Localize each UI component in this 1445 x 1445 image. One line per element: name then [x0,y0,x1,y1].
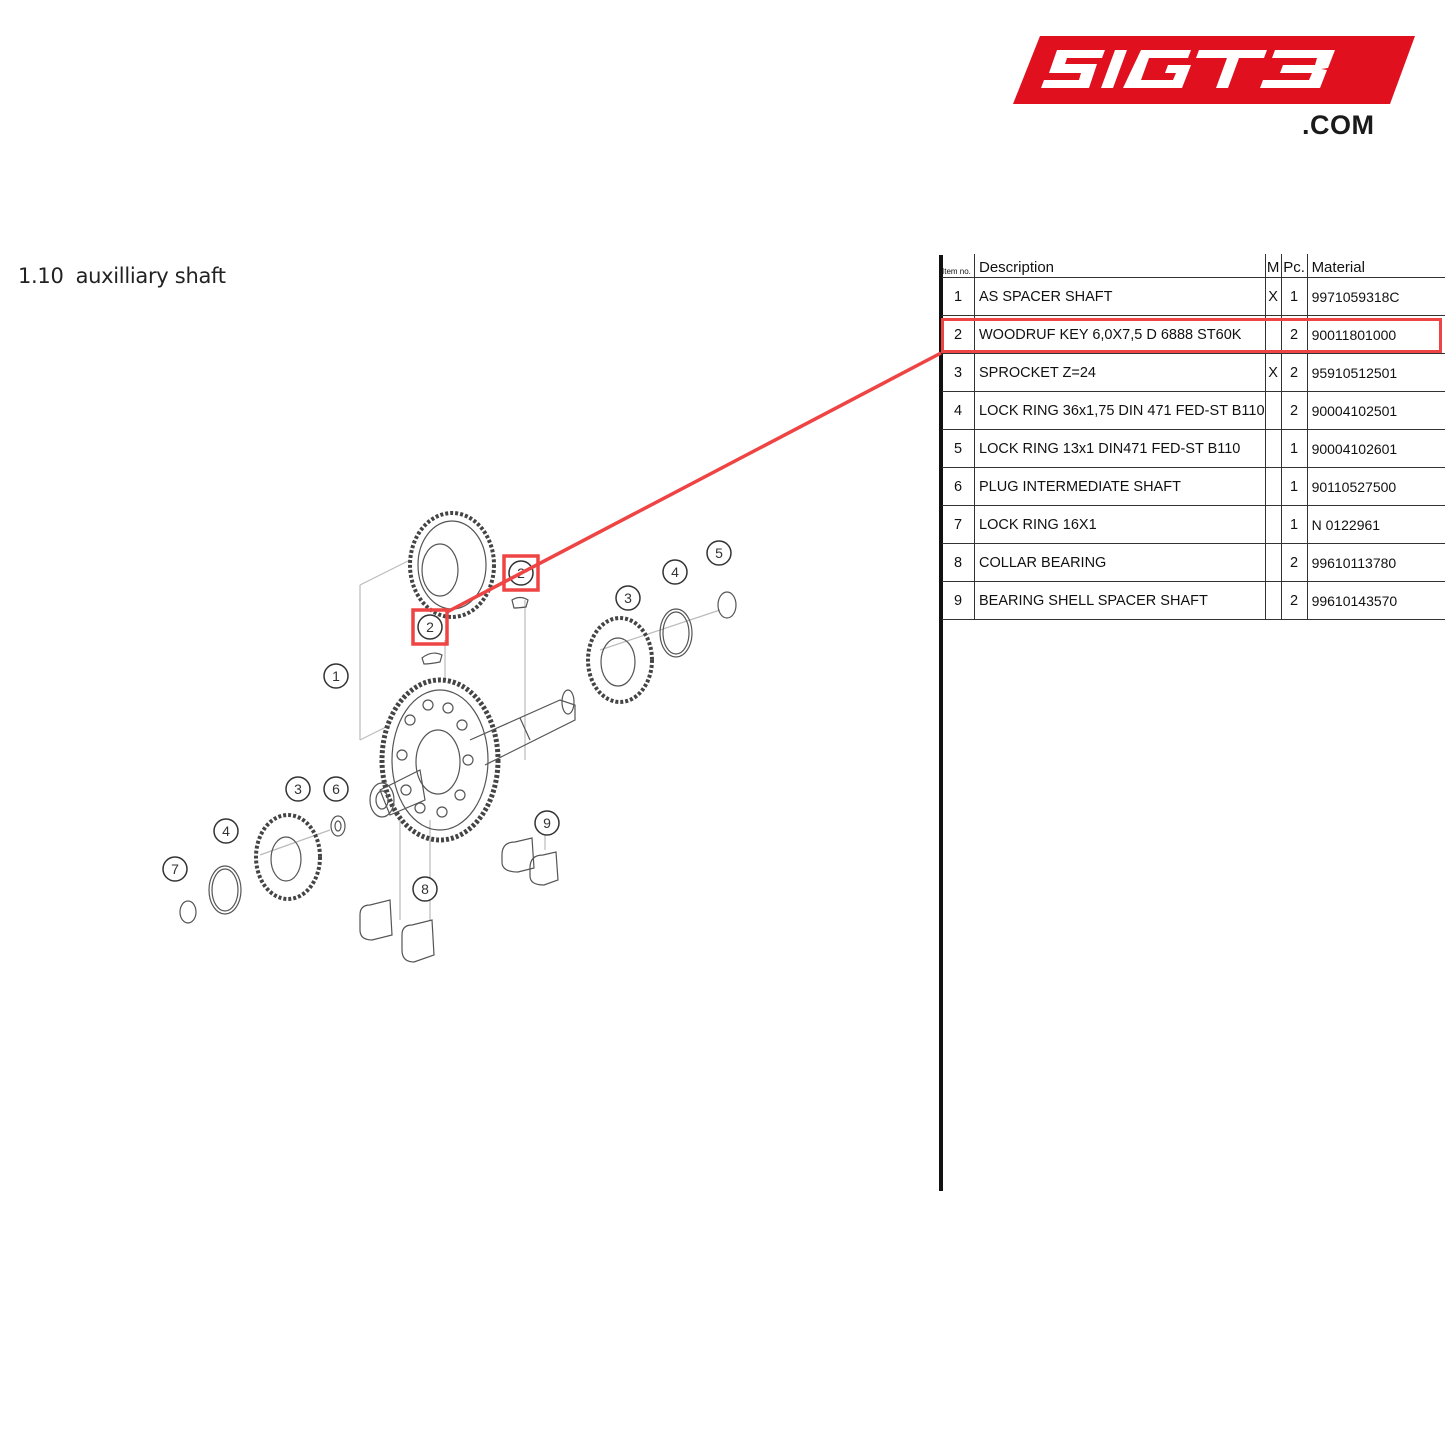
section-title: 1.10 auxilliary shaft [18,264,226,288]
callout-4a: 4 [662,559,688,585]
callout-3b: 3 [285,776,311,802]
svg-text:8: 8 [421,881,429,897]
cell-m [1265,467,1282,506]
cell-description: AS SPACER SHAFT [974,277,1266,316]
table-row[interactable]: 6 PLUG INTERMEDIATE SHAFT 1 90110527500 [942,467,1445,506]
svg-text:9: 9 [543,815,551,831]
cell-pc: 1 [1281,277,1308,316]
cell-m [1265,581,1282,620]
cell-material: 90110527500 [1307,467,1445,506]
cell-material: N 0122961 [1307,505,1445,544]
table-row[interactable]: 4 LOCK RING 36x1,75 DIN 471 FED-ST B110 … [942,391,1445,430]
callout-3a: 3 [615,585,641,611]
cell-material: 90004102501 [1307,391,1445,430]
callout-2b: 2 [508,560,534,586]
cell-description: WOODRUF KEY 6,0X7,5 D 6888 ST60K [974,315,1266,354]
parts-table: Item no. Description M Pc. Material 1 AS… [942,254,1445,620]
cell-pc: 1 [1281,467,1308,506]
table-header-row: Item no. Description M Pc. Material [942,254,1445,278]
callout-5: 5 [706,540,732,566]
cell-pc: 2 [1281,353,1308,392]
cell-description: BEARING SHELL SPACER SHAFT [974,581,1266,620]
svg-text:4: 4 [671,564,679,580]
sigt3-logo [1013,36,1415,104]
table-row[interactable]: 8 COLLAR BEARING 2 99610113780 [942,543,1445,582]
header-item-no: Item no. [942,254,975,278]
cell-description: LOCK RING 13x1 DIN471 FED-ST B110 [974,429,1266,468]
cell-m [1265,505,1282,544]
cell-pc: 1 [1281,429,1308,468]
callout-2a: 2 [417,614,443,640]
header-description: Description [974,254,1266,278]
callout-6: 6 [323,776,349,802]
cell-m [1265,391,1282,430]
svg-text:2: 2 [426,619,434,635]
cell-description: LOCK RING 16X1 [974,505,1266,544]
exploded-parts-diagram: 1 2 2 3 3 4 4 5 6 7 8 9 [162,511,737,963]
table-row[interactable]: 3 SPROCKET Z=24 X 2 95910512501 [942,353,1445,392]
table-row[interactable]: 7 LOCK RING 16X1 1 N 0122961 [942,505,1445,544]
table-left-rule [939,255,943,1191]
svg-text:5: 5 [715,545,723,561]
cell-m [1265,543,1282,582]
cell-item: 1 [942,277,975,316]
svg-text:4: 4 [222,823,230,839]
svg-text:3: 3 [624,590,632,606]
cell-item: 3 [942,353,975,392]
callout-9: 9 [534,810,560,836]
header-pc: Pc. [1281,254,1308,278]
cell-description: SPROCKET Z=24 [974,353,1266,392]
callout-1: 1 [323,663,349,689]
table-row[interactable]: 9 BEARING SHELL SPACER SHAFT 2 996101435… [942,581,1445,620]
cell-material: 90004102601 [1307,429,1445,468]
svg-text:6: 6 [332,781,340,797]
cell-material: 9971059318C [1307,277,1445,316]
cell-item: 4 [942,391,975,430]
cell-m [1265,429,1282,468]
table-row[interactable]: 1 AS SPACER SHAFT X 1 9971059318C [942,277,1445,316]
cell-material: 99610113780 [1307,543,1445,582]
cell-item: 9 [942,581,975,620]
section-name: auxilliary shaft [75,264,226,288]
callout-8: 8 [412,876,438,902]
cell-item: 8 [942,543,975,582]
cell-pc: 2 [1281,315,1308,354]
cell-pc: 2 [1281,581,1308,620]
cell-description: COLLAR BEARING [974,543,1266,582]
cell-m [1265,315,1282,354]
svg-text:1: 1 [332,668,340,684]
cell-description: PLUG INTERMEDIATE SHAFT [974,467,1266,506]
svg-text:2: 2 [517,565,525,581]
callout-7: 7 [162,856,188,882]
header-material: Material [1307,254,1445,278]
cell-item: 5 [942,429,975,468]
table-row[interactable]: 5 LOCK RING 13x1 DIN471 FED-ST B110 1 90… [942,429,1445,468]
cell-description: LOCK RING 36x1,75 DIN 471 FED-ST B110 [974,391,1266,430]
cell-m: X [1265,277,1282,316]
cell-material: 90011801000 [1307,315,1445,354]
cell-material: 99610143570 [1307,581,1445,620]
section-number: 1.10 [18,264,64,288]
cell-item: 7 [942,505,975,544]
cell-material: 95910512501 [1307,353,1445,392]
svg-text:3: 3 [294,781,302,797]
cell-item: 2 [942,315,975,354]
table-row-highlighted[interactable]: 2 WOODRUF KEY 6,0X7,5 D 6888 ST60K 2 900… [942,315,1445,354]
logo-domain-suffix: .COM [1302,110,1375,140]
cell-pc: 2 [1281,543,1308,582]
cell-pc: 1 [1281,505,1308,544]
cell-m: X [1265,353,1282,392]
callout-4b: 4 [213,818,239,844]
svg-text:7: 7 [171,861,179,877]
cell-pc: 2 [1281,391,1308,430]
header-m: M [1265,254,1282,278]
cell-item: 6 [942,467,975,506]
